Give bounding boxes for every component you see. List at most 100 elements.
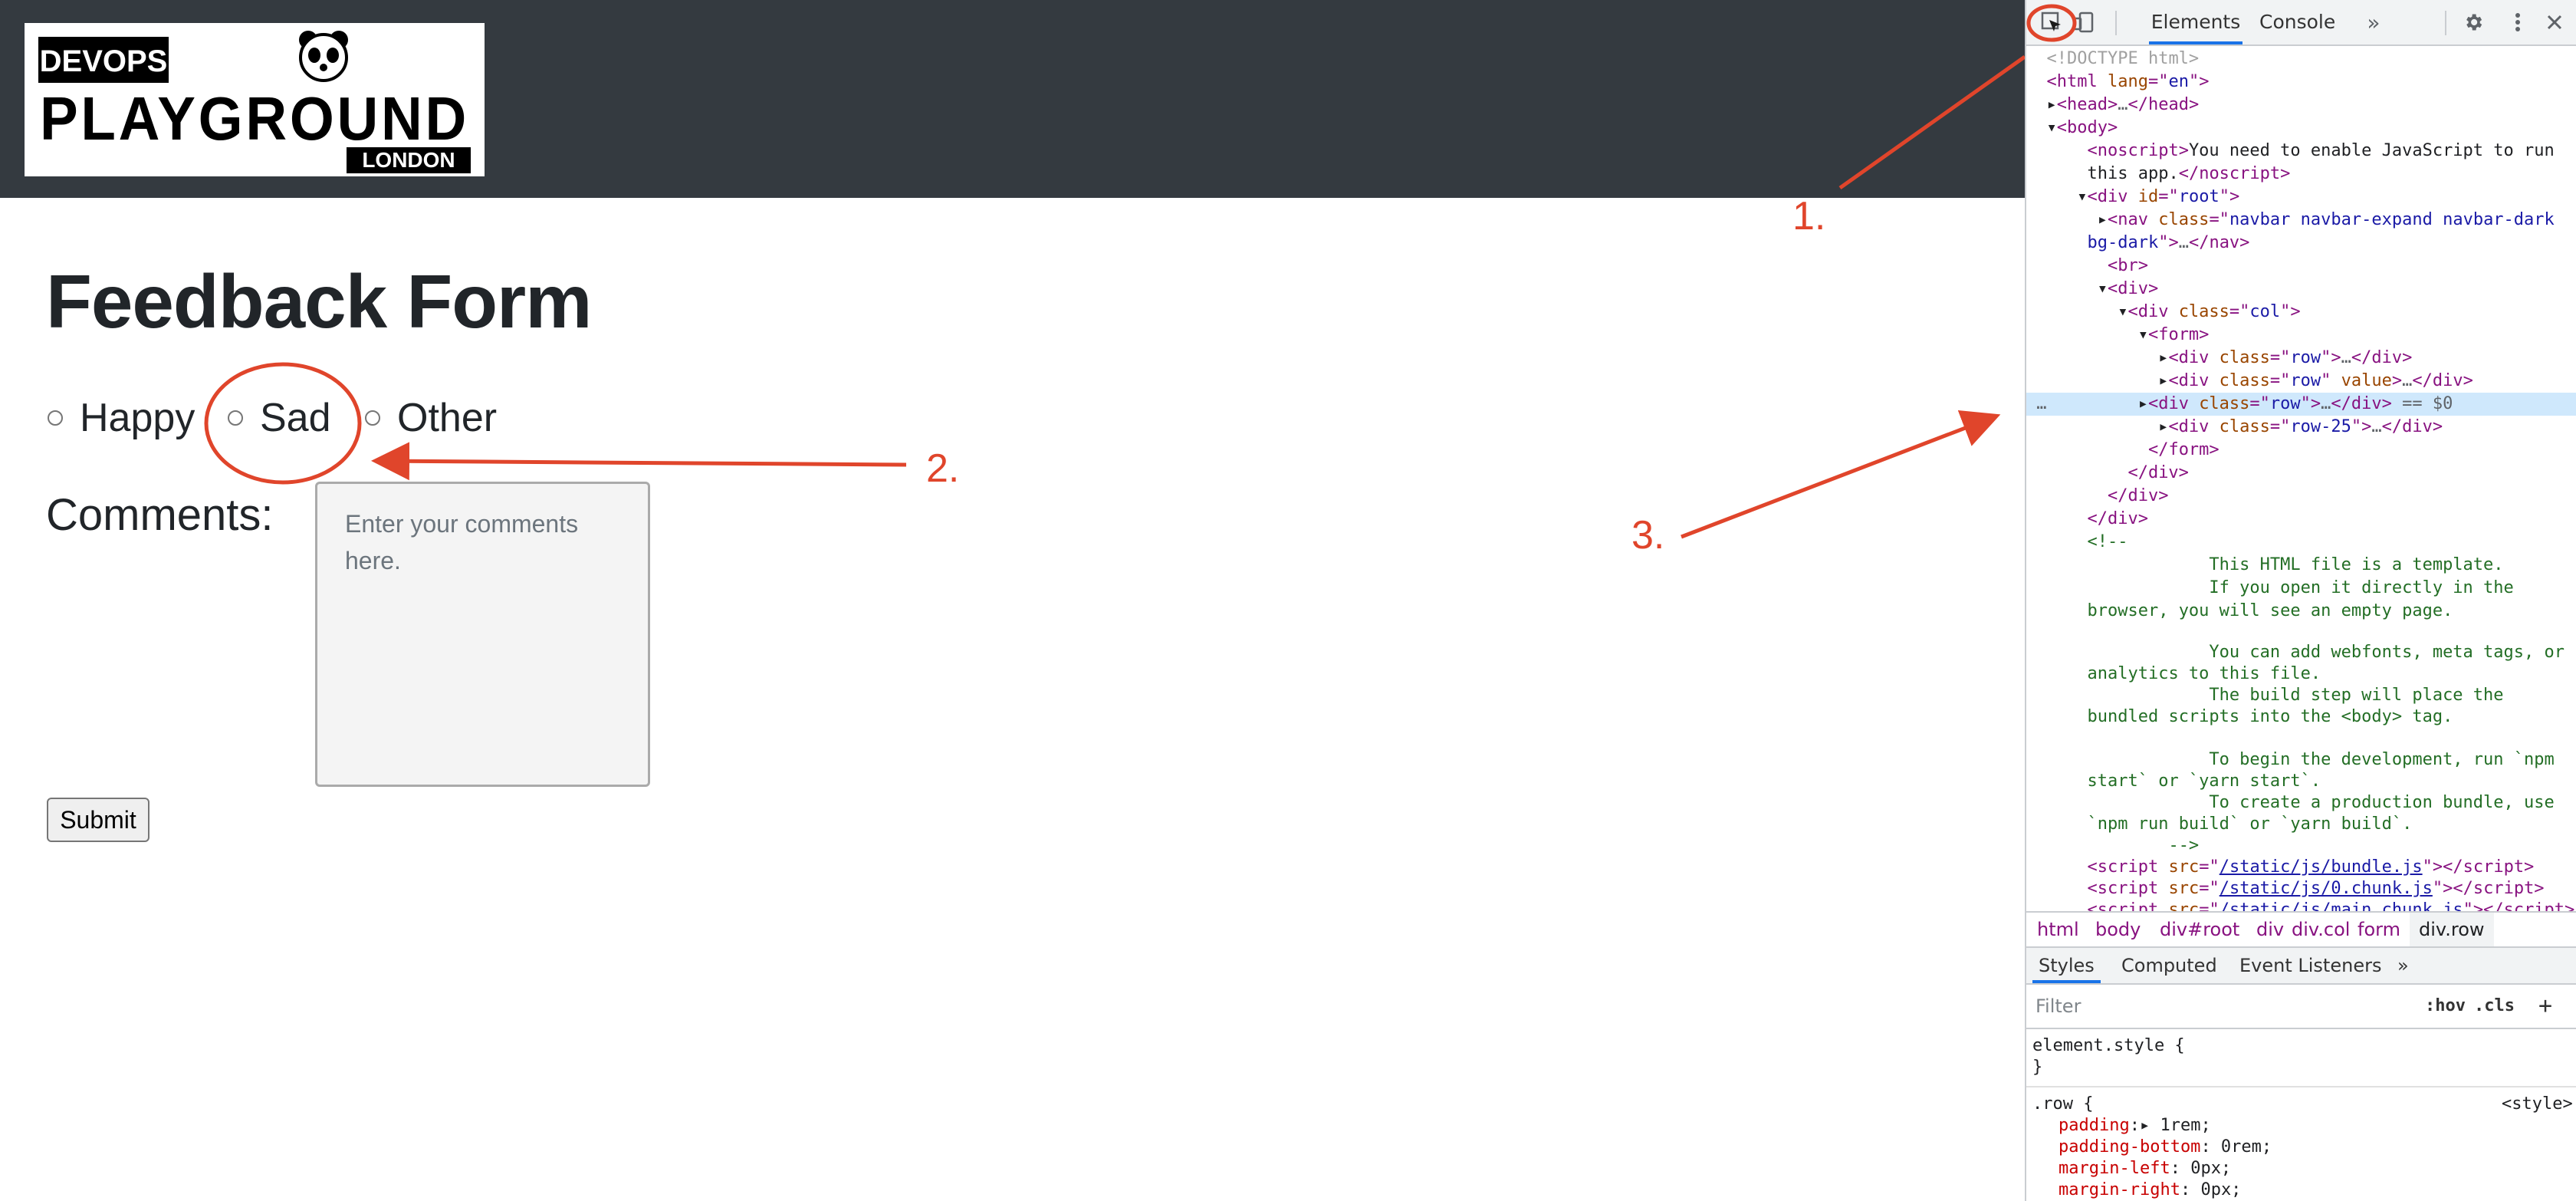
tab-elements[interactable]: Elements	[2149, 0, 2242, 44]
arrow-3	[1681, 410, 2001, 539]
css-property[interactable]: padding-bottom: 0rem;	[2058, 1137, 2272, 1157]
dom-node-br[interactable]: <br>	[2107, 256, 2148, 275]
dom-node-div[interactable]: ▾<div>	[2026, 279, 2159, 298]
annotation-label-2: 2.	[926, 446, 960, 491]
form-title: Feedback Form	[46, 259, 592, 344]
devops-playground-logo: DEVOPS PLAYGROUND LONDON	[25, 23, 485, 176]
radio-button[interactable]	[48, 410, 63, 426]
comments-label: Comments:	[46, 490, 274, 540]
annotation-label-1: 1.	[1792, 194, 1826, 239]
dom-node-doctype[interactable]: <!DOCTYPE html>	[2046, 49, 2200, 68]
radio-button[interactable]	[365, 410, 380, 426]
radio-label: Happy	[80, 396, 196, 440]
rule-divider	[2026, 1086, 2576, 1087]
dom-node-script[interactable]: <script src="/static/js/0.chunk.js"></sc…	[2087, 879, 2545, 898]
dom-node-script[interactable]: <script src="/static/js/bundle.js"></scr…	[2087, 857, 2535, 877]
dom-comment-line: browser, you will see an empty page.	[2087, 601, 2453, 620]
breadcrumb-item[interactable]: html	[2037, 919, 2079, 940]
dom-comment-line: bundled scripts into the <body> tag.	[2087, 707, 2453, 726]
row-rule-source[interactable]: <style>	[2502, 1094, 2573, 1114]
dom-node-nav[interactable]: ▸<nav class="navbar navbar-expand navbar…	[2026, 210, 2555, 229]
dom-node-root[interactable]: ▾<div id="root">	[2026, 187, 2240, 206]
css-property[interactable]: margin-left: 0px;	[2058, 1159, 2232, 1178]
arrow-2	[371, 442, 907, 481]
tab-styles[interactable]: Styles	[2032, 948, 2101, 983]
dom-comment-line	[2026, 727, 2576, 750]
styles-filter-bar: :hov .cls +	[2026, 985, 2576, 1029]
cls-toggle[interactable]: .cls	[2474, 996, 2515, 1015]
logo[interactable]: DEVOPS PLAYGROUND LONDON	[25, 23, 485, 176]
tab-computed[interactable]: Computed	[2121, 955, 2217, 976]
css-property[interactable]: padding:▸ 1rem;	[2058, 1116, 2211, 1135]
breadcrumb-item[interactable]: div.col	[2292, 919, 2351, 940]
dom-comment-line: To begin the development, run `npm	[2087, 750, 2555, 769]
dom-node-noscript-cont[interactable]: this app.</noscript>	[2087, 164, 2291, 183]
toolbar-divider	[2115, 11, 2117, 35]
radio-option-happy[interactable]: Happy	[48, 391, 195, 445]
dom-node-row-25[interactable]: ▸<div class="row-25">…</div>	[2026, 417, 2443, 436]
dom-node-noscript[interactable]: <noscript>You need to enable JavaScript …	[2087, 141, 2555, 160]
toolbar-divider	[2445, 11, 2446, 35]
kebab-menu-icon[interactable]	[2506, 11, 2529, 34]
navbar: DEVOPS PLAYGROUND LONDON	[0, 0, 2025, 198]
dom-node-col[interactable]: ▾<div class="col">	[2026, 302, 2301, 321]
breadcrumb-item[interactable]: div	[2256, 919, 2285, 940]
tab-event-listeners[interactable]: Event Listeners	[2239, 955, 2382, 976]
dom-node-row-1[interactable]: ▸<div class="row">…</div>	[2026, 348, 2413, 367]
dom-comment-line: `npm run build` or `yarn build`.	[2087, 814, 2413, 834]
annotation-label-3: 3.	[1631, 513, 1665, 558]
dom-node-col-close: </div>	[2128, 463, 2189, 482]
radio-label: Sad	[260, 396, 331, 440]
svg-text:LONDON: LONDON	[362, 148, 455, 172]
row-rule-selector[interactable]: .row {	[2032, 1094, 2094, 1114]
more-tabs-icon[interactable]: »	[2397, 955, 2409, 976]
dom-node-nav-cont[interactable]: bg-dark">…</nav>	[2087, 233, 2250, 252]
dom-node-body[interactable]: ▾<body>	[2026, 118, 2118, 137]
dom-comment-line: analytics to this file.	[2087, 664, 2321, 683]
styles-tabbar: Styles Computed Event Listeners »	[2026, 948, 2576, 985]
devtools-panel: Elements Console » <!DOCTYPE html> <html…	[2025, 0, 2576, 1201]
dom-comment-line: You can add webfonts, meta tags, or	[2087, 643, 2565, 662]
dom-node-row-2[interactable]: ▸<div class="row" value>…</div>	[2026, 371, 2473, 390]
more-tabs-icon[interactable]: »	[2367, 9, 2380, 35]
svg-text:PLAYGROUND: PLAYGROUND	[40, 84, 469, 153]
panda-icon	[299, 31, 348, 82]
submit-button[interactable]: Submit	[47, 798, 150, 842]
dom-comment-line: To create a production bundle, use	[2087, 793, 2555, 812]
hov-toggle[interactable]: :hov	[2425, 996, 2466, 1015]
filter-input[interactable]	[2032, 991, 2422, 1022]
breadcrumb-item[interactable]: div#root	[2160, 919, 2240, 940]
app-page: DEVOPS PLAYGROUND LONDON Feedback Form	[0, 0, 2025, 842]
element-style-close: }	[2032, 1058, 2043, 1077]
new-rule-button[interactable]: +	[2538, 992, 2553, 1019]
dom-node-form[interactable]: ▾<form>	[2026, 325, 2210, 344]
breadcrumb: html body div#root div div.col form div.…	[2026, 911, 2576, 948]
breadcrumb-item[interactable]: body	[2095, 919, 2141, 940]
dom-tree: <!DOCTYPE html> <html lang="en"> ▸<head>…	[2026, 46, 2576, 911]
dom-node-html[interactable]: <html lang="en">	[2046, 72, 2210, 91]
inspect-highlight-circle	[2026, 4, 2077, 42]
close-icon[interactable]	[2543, 11, 2566, 34]
dom-node-head[interactable]: ▸<head>…</head>	[2026, 95, 2200, 114]
breadcrumb-item[interactable]: form	[2358, 919, 2400, 940]
dom-node-comment-open[interactable]: <!--	[2087, 532, 2128, 551]
css-property[interactable]: margin-right: 0px;	[2058, 1180, 2242, 1199]
inspect-element-icon[interactable]	[2040, 11, 2063, 34]
element-style-selector[interactable]: element.style {	[2032, 1036, 2185, 1055]
radio-option-sad[interactable]: Sad	[228, 391, 331, 445]
dom-node-script[interactable]: <script src="/static/js/main.chunk.js"><…	[2087, 900, 2575, 911]
dom-comment-line: -->	[2087, 836, 2200, 855]
dom-node-row-selected[interactable]: … ▸<div class="row">…</div> == $0	[2026, 393, 2576, 416]
svg-text:DEVOPS: DEVOPS	[40, 44, 168, 78]
radio-option-other[interactable]: Other	[365, 391, 497, 445]
tab-console[interactable]: Console	[2259, 11, 2336, 33]
dom-node-form-close: </form>	[2147, 440, 2220, 459]
breadcrumb-item-active[interactable]: div.row	[2410, 913, 2494, 946]
radio-button[interactable]	[228, 410, 243, 426]
devtools-toolbar: Elements Console »	[2026, 0, 2576, 46]
dom-comment-line: This HTML file is a template.	[2087, 555, 2504, 574]
radio-label: Other	[397, 396, 498, 440]
dom-node-root-close: </div>	[2087, 509, 2148, 528]
gear-icon[interactable]	[2462, 11, 2485, 34]
comments-textarea[interactable]	[315, 482, 650, 787]
